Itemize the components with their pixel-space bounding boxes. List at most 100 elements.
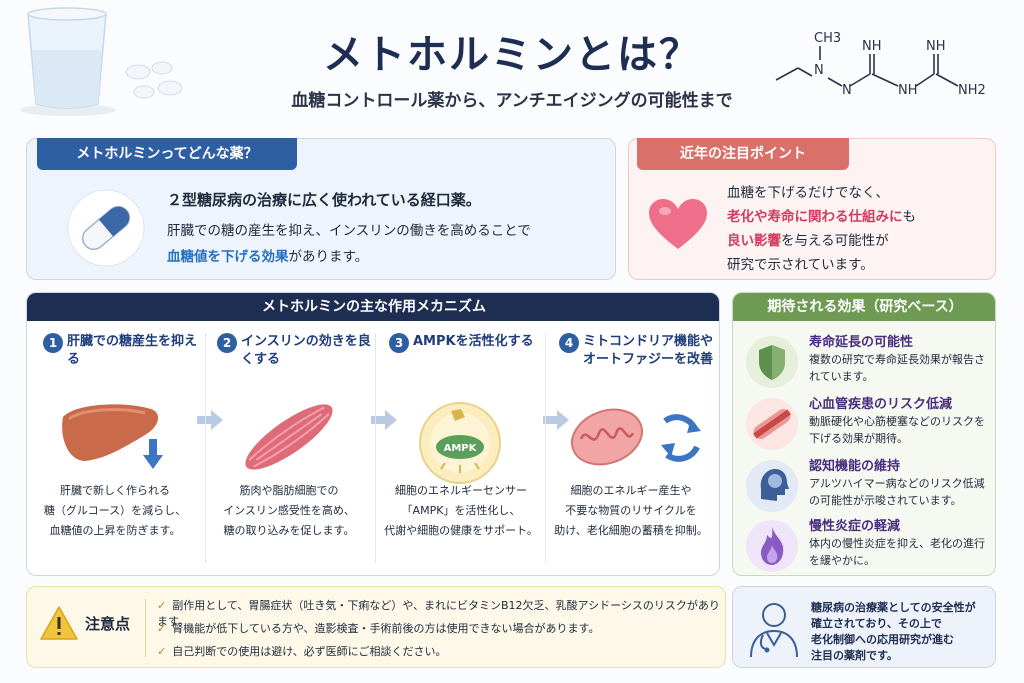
pills-icon [125,61,183,99]
step-desc: 細胞のエネルギー産生や 不要な物質のリサイクルを 助け、老化細胞の蓄積を抑制。 [551,481,711,541]
what-line-3-highlight: 血糖値を下げる効果 [167,249,289,265]
step-number: 1 [43,333,63,353]
arrow-right-icon [371,410,397,430]
effect-item-cardiovascular: 心血管疾患のリスク低減 動脈硬化や心筋梗塞などのリスクを下げる効果が期待。 [745,393,993,453]
mechanism-step-1: 1 肝臓での糖産生を抑える 肝臓で新しく作られる 糖（グルコース）を減らし、 血… [31,321,199,575]
mechanism-step-2: 2 インスリンの効きを良くする 筋肉や脂肪細胞での インスリン感受性を高め、 糖… [205,321,373,575]
recent-attention-tag: 近年の注目ポイント [637,138,849,170]
step-desc-line: 代謝や細胞の健康をサポート。 [384,524,538,537]
note-line-2: 確立されており、その上で [811,617,942,630]
page-title: メトホルミンとは？ [323,32,701,78]
arrow-right-icon [197,410,223,430]
what-is-metformin-card: メトホルミンってどんな薬？ ２型糖尿病の治療に広く使われている経口薬。 肝臓での… [26,138,616,280]
effect-item-cognitive: 認知機能の維持 アルツハイマー病などのリスク低減の可能性が示唆されています。 [745,455,993,515]
check-icon: ✓ [157,599,167,612]
note-line-4: 注目の薬剤です。 [811,649,898,662]
warning-icon [40,606,78,640]
blood-vessel-icon [746,398,798,450]
n1-label: N [814,63,824,78]
metformin-structure-diagram: CH3 N N NH NH NH NH2 [775,31,986,98]
doctor-icon [750,603,798,658]
effect-desc: アルツハイマー病などのリスク低減の可能性が示唆されています。 [809,477,985,507]
brain-head-icon [746,460,798,512]
caution-item-text: 自己判断での使用は避け、必ず医師にご相談ください。 [172,645,447,658]
step-desc: 肝臓で新しく作られる 糖（グルコース）を減らし、 血糖値の上昇を防ぎます。 [35,481,195,541]
step-desc-line: 血糖値の上昇を防ぎます。 [49,524,181,537]
mechanism-step-4: 4 ミトコンドリア機能やオートファジーを改善 細胞のエネルギー産生や 不要な物質… [547,321,715,575]
recent-line-3: 良い影響を与える可能性が [727,229,889,249]
caution-item: ✓ 腎機能が低下している方や、造影検査・手術前後の方は使用できない場合があります。 [157,620,599,636]
heart-icon [649,199,707,249]
recent-line-4: 研究で示されています。 [727,257,874,273]
mechanism-panel: メトホルミンの主な作用メカニズム 1 肝臓での糖産生を抑える 肝臓で新しく作られ… [26,292,720,576]
expected-effects-panel: 期待される効果（研究ベース） 寿命延長の可能性 複数の研究で寿命延長効果が報告さ… [732,292,996,576]
step-number: 2 [217,333,237,353]
caution-item: ✓ 自己判断での使用は避け、必ず医師にご相談ください。 [157,643,446,659]
effect-title: 認知機能の維持 [809,459,901,474]
summary-note: 糖尿病の治療薬としての安全性が 確立されており、その上で 老化制御への応用研究が… [732,586,996,668]
what-line-1: ２型糖尿病の治療に広く使われている経口薬。 [167,191,481,209]
step-desc-line: 助け、老化細胞の蓄積を抑制。 [554,524,708,537]
caution-title: 注意点 [85,615,131,633]
effect-title: 慢性炎症の軽減 [809,519,901,534]
step-desc-line: 肝臓で新しく作られる [60,484,170,497]
effect-item-inflammation: 慢性炎症の軽減 体内の慢性炎症を抑え、老化の進行を緩やかに。 [745,515,993,575]
effect-desc: 動脈硬化や心筋梗塞などのリスクを下げる効果が期待。 [809,415,985,445]
step-title: インスリンの効きを良くする [241,334,371,367]
caution-panel: 注意点 ✓副作用として、胃腸症状（吐き気・下痢など）や、まれにビタミンB12欠乏… [26,586,726,668]
recent-line-2-rest: も [902,209,917,225]
nh-top1-label: NH [862,39,882,54]
caution-item: ✓副作用として、胃腸症状（吐き気・下痢など）や、まれにビタミンB12欠乏、乳酸ア… [157,597,725,629]
step-desc-line: 細胞のエネルギー産生や [570,484,692,497]
shield-icon [746,336,798,388]
note-line-3: 老化制御への応用研究が進む [811,633,954,646]
note-line-1: 糖尿病の治療薬としての安全性が [811,601,976,614]
nh-bottom-label: NH [898,83,918,98]
column-divider [545,333,546,563]
caution-item-text: 副作用として、胃腸症状（吐き気・下痢など）や、まれにビタミンB12欠乏、乳酸アシ… [157,599,720,628]
step-title: 肝臓での糖産生を抑える [67,334,198,367]
effect-title: 心血管疾患のリスク低減 [809,397,953,412]
recent-line-1: 血糖を下げるだけでなく、 [727,185,889,201]
step-number: 3 [389,333,409,353]
step-desc-line: 糖（グルコース）を減らし、 [43,504,187,517]
recent-attention-card: 近年の注目ポイント 血糖を下げるだけでなく、 老化や寿命に関わる仕組みにも 良い… [628,138,996,280]
step-desc: 筋肉や脂肪細胞での インスリン感受性を高め、 糖の取り込みを促します。 [209,481,369,541]
n2-label: N [842,83,852,98]
check-icon: ✓ [157,622,167,635]
column-divider [375,333,376,563]
step-desc-line: 筋肉や脂肪細胞での [239,484,339,497]
caution-item-text: 腎機能が低下している方や、造影検査・手術前後の方は使用できない場合があります。 [172,622,600,635]
step-desc-line: 糖の取り込みを促します。 [223,524,355,537]
recent-line-3-rest: を与える可能性が [781,233,889,249]
step-desc-line: インスリン感受性を高め、 [223,504,355,517]
page-subtitle: 血糖コントロール薬から、アンチエイジングの可能性まで [291,91,733,111]
recent-line-2: 老化や寿命に関わる仕組みにも [727,205,916,225]
ch3-label: CH3 [814,31,841,46]
liver-icon [62,404,163,469]
effect-item-lifespan: 寿命延長の可能性 複数の研究で寿命延長効果が報告されています。 [745,331,993,391]
mechanism-title: メトホルミンの主な作用メカニズム [27,293,719,321]
step-number: 4 [559,333,579,353]
step-desc-line: 細胞のエネルギーセンサー [395,484,527,497]
step-desc-line: 不要な物質のリサイクルを [565,504,697,517]
expected-effects-title: 期待される効果（研究ベース） [733,293,995,321]
ampk-cell-icon: AMPK [419,402,501,484]
ampk-badge: AMPK [444,443,478,454]
mechanism-step-3: 3 AMPKを活性化する AMPK 細胞のエネルギーセンサー 「AMPK」を活性… [377,321,545,575]
effect-title: 寿命延長の可能性 [809,335,914,350]
flame-icon [746,520,798,572]
arrow-right-icon [543,410,569,430]
what-line-3: 血糖値を下げる効果があります。 [167,245,368,265]
mitochondria-recycle-icon [571,408,701,466]
check-icon: ✓ [157,645,167,658]
step-desc-line: 「AMPK」を活性化し、 [401,504,521,517]
recent-line-3-highlight: 良い影響 [727,233,781,249]
muscle-icon [245,404,333,470]
what-line-3-rest: があります。 [288,249,369,265]
column-divider [205,333,206,563]
effect-desc: 複数の研究で寿命延長効果が報告されています。 [809,353,985,383]
caution-divider [145,599,146,657]
step-desc: 細胞のエネルギーセンサー 「AMPK」を活性化し、 代謝や細胞の健康をサポート。 [381,481,541,541]
nh2-label: NH2 [958,83,986,98]
